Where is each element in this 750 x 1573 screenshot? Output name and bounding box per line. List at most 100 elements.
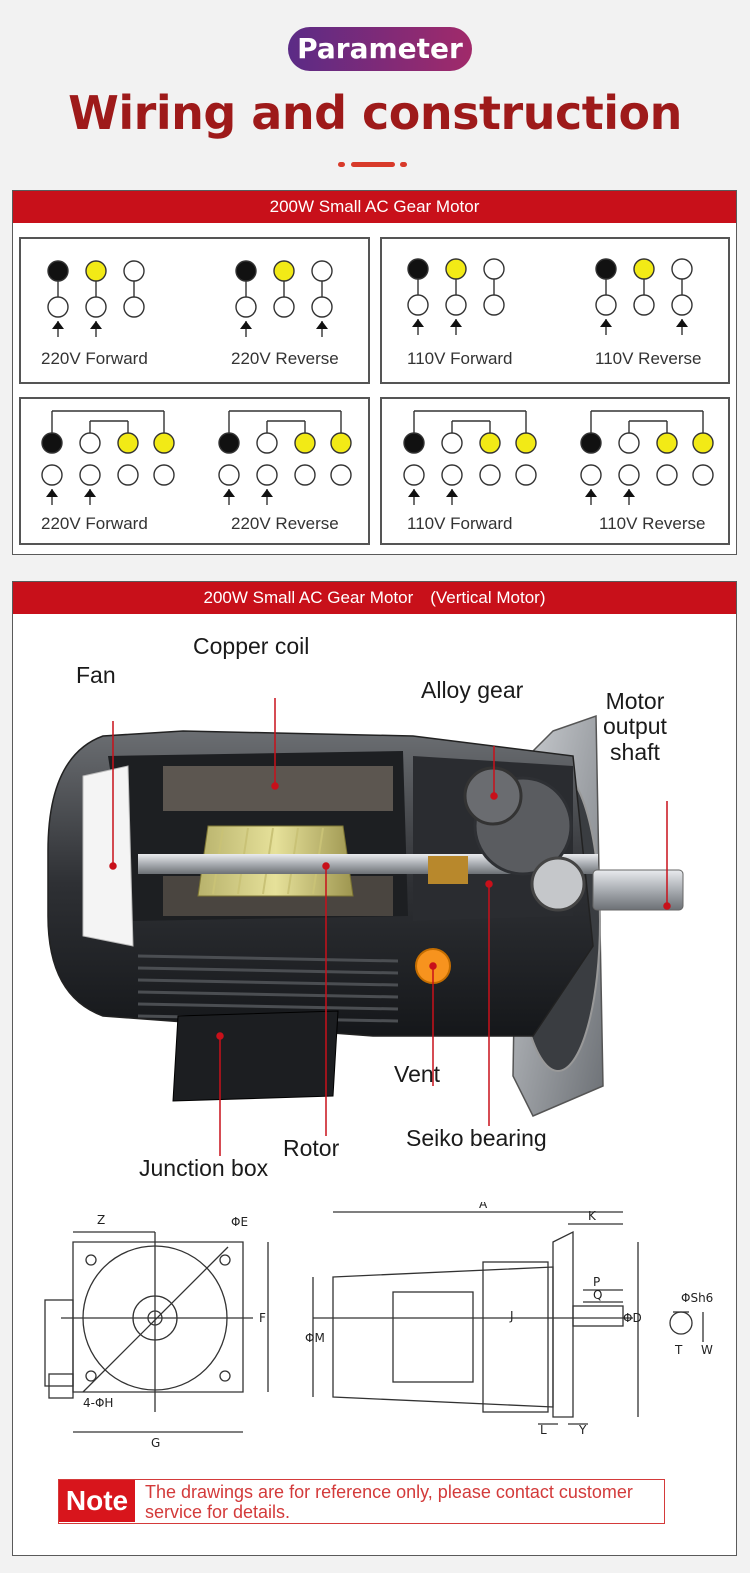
dimension-label: A bbox=[479, 1202, 488, 1211]
note-text: The drawings are for reference only, ple… bbox=[145, 1482, 633, 1522]
terminal-top bbox=[330, 432, 352, 454]
terminal-bottom bbox=[580, 464, 602, 486]
callout-copper-coil: Copper coil bbox=[193, 633, 310, 659]
dimension-label: 4-ΦH bbox=[83, 1396, 113, 1410]
dimension-label: L bbox=[540, 1423, 547, 1437]
note-box: Note The drawings are for reference only… bbox=[58, 1479, 665, 1524]
callout-seiko-bearing: Seiko bearing bbox=[406, 1125, 547, 1151]
terminal-bottom bbox=[256, 464, 278, 486]
terminal-bottom bbox=[218, 464, 240, 486]
callout-junction-box: Junction box bbox=[139, 1155, 269, 1181]
wiring-label-220v-reverse-1: 220V Reverse bbox=[231, 349, 339, 368]
terminal-bottom bbox=[441, 464, 463, 486]
terminal-top bbox=[692, 432, 714, 454]
terminal-arrow-icon bbox=[600, 319, 612, 327]
terminal-top bbox=[41, 432, 63, 454]
terminal-arrow-icon bbox=[316, 321, 328, 329]
callout-rotor: Rotor bbox=[283, 1135, 340, 1161]
terminal-top bbox=[117, 432, 139, 454]
terminal-top bbox=[445, 258, 467, 280]
wiring-diagrams bbox=[41, 258, 714, 505]
terminal-bottom bbox=[117, 464, 139, 486]
wiring-label-110v-forward-1: 110V Forward bbox=[407, 349, 513, 368]
terminal-top bbox=[618, 432, 640, 454]
terminal-top bbox=[47, 260, 69, 282]
terminal-bottom bbox=[41, 464, 63, 486]
terminal-top bbox=[441, 432, 463, 454]
dimension-label: ΦD bbox=[623, 1311, 642, 1325]
terminal-top bbox=[483, 258, 505, 280]
terminal-top bbox=[403, 432, 425, 454]
terminal-arrow-icon bbox=[84, 489, 96, 497]
terminal-bottom bbox=[123, 296, 145, 318]
terminal-top bbox=[273, 260, 295, 282]
construction-panel: 200W Small AC Gear Motor (Vertical Motor… bbox=[12, 581, 737, 1556]
terminal-bottom bbox=[85, 296, 107, 318]
terminal-bottom bbox=[273, 296, 295, 318]
terminal-top bbox=[479, 432, 501, 454]
terminal-arrow-icon bbox=[261, 489, 273, 497]
terminal-top bbox=[595, 258, 617, 280]
terminal-arrow-icon bbox=[623, 489, 635, 497]
terminal-arrow-icon bbox=[223, 489, 235, 497]
terminal-bottom bbox=[618, 464, 640, 486]
wiring-box-1 bbox=[19, 237, 370, 384]
dimension-label: T bbox=[674, 1343, 683, 1357]
terminal-arrow-icon bbox=[446, 489, 458, 497]
terminal-arrow-icon bbox=[412, 319, 424, 327]
dimension-label: G bbox=[151, 1436, 160, 1450]
construction-panel-title: 200W Small AC Gear Motor (Vertical Motor… bbox=[13, 582, 736, 614]
dimension-label: K bbox=[588, 1209, 597, 1223]
terminal-arrow-icon bbox=[90, 321, 102, 329]
wiring-label-110v-reverse-2: 110V Reverse bbox=[599, 514, 706, 533]
callout-alloy-gear: Alloy gear bbox=[421, 677, 524, 703]
wiring-label-220v-forward-2: 220V Forward bbox=[41, 514, 148, 533]
terminal-top bbox=[218, 432, 240, 454]
terminal-bottom bbox=[595, 294, 617, 316]
dimension-label: ΦM bbox=[305, 1331, 325, 1345]
terminal-bottom bbox=[671, 294, 693, 316]
terminal-arrow-icon bbox=[408, 489, 420, 497]
callout-fan: Fan bbox=[76, 662, 116, 688]
terminal-bottom bbox=[633, 294, 655, 316]
terminal-top bbox=[580, 432, 602, 454]
dimension-label: W bbox=[701, 1343, 713, 1357]
terminal-bottom bbox=[692, 464, 714, 486]
note-tag: Note bbox=[59, 1480, 135, 1522]
terminal-top bbox=[85, 260, 107, 282]
terminal-arrow-icon bbox=[52, 321, 64, 329]
terminal-bottom bbox=[479, 464, 501, 486]
title-divider-dot-right bbox=[400, 162, 407, 167]
terminal-arrow-icon bbox=[46, 489, 58, 497]
terminal-arrow-icon bbox=[585, 489, 597, 497]
terminal-bottom bbox=[407, 294, 429, 316]
wiring-label-220v-reverse-2: 220V Reverse bbox=[231, 514, 339, 533]
terminal-top bbox=[407, 258, 429, 280]
terminal-bottom bbox=[47, 296, 69, 318]
dimension-label: ΦSh6 bbox=[681, 1291, 713, 1305]
terminal-top bbox=[294, 432, 316, 454]
page-title: Wiring and construction bbox=[68, 86, 682, 140]
title-divider-dot-left bbox=[338, 162, 345, 167]
wiring-label-220v-forward-1: 220V Forward bbox=[41, 349, 148, 368]
dimension-label: Y bbox=[578, 1423, 587, 1437]
terminal-top bbox=[235, 260, 257, 282]
wiring-label-110v-reverse-1: 110V Reverse bbox=[595, 349, 702, 368]
terminal-top bbox=[671, 258, 693, 280]
title-divider-bar bbox=[351, 162, 395, 167]
terminal-bottom bbox=[515, 464, 537, 486]
terminal-top bbox=[656, 432, 678, 454]
terminal-arrow-icon bbox=[450, 319, 462, 327]
terminal-bottom bbox=[311, 296, 333, 318]
terminal-top bbox=[515, 432, 537, 454]
terminal-bottom bbox=[483, 294, 505, 316]
terminal-bottom bbox=[330, 464, 352, 486]
terminal-top bbox=[633, 258, 655, 280]
terminal-bottom bbox=[294, 464, 316, 486]
terminal-top bbox=[123, 260, 145, 282]
motor-cutaway-illustration: Copper coil Fan Alloy gear Motor output … bbox=[13, 616, 736, 1211]
dimension-label: Z bbox=[97, 1213, 105, 1227]
wiring-panel: 200W Small AC Gear Motor 220V Forward 22… bbox=[12, 190, 737, 555]
terminal-top bbox=[256, 432, 278, 454]
